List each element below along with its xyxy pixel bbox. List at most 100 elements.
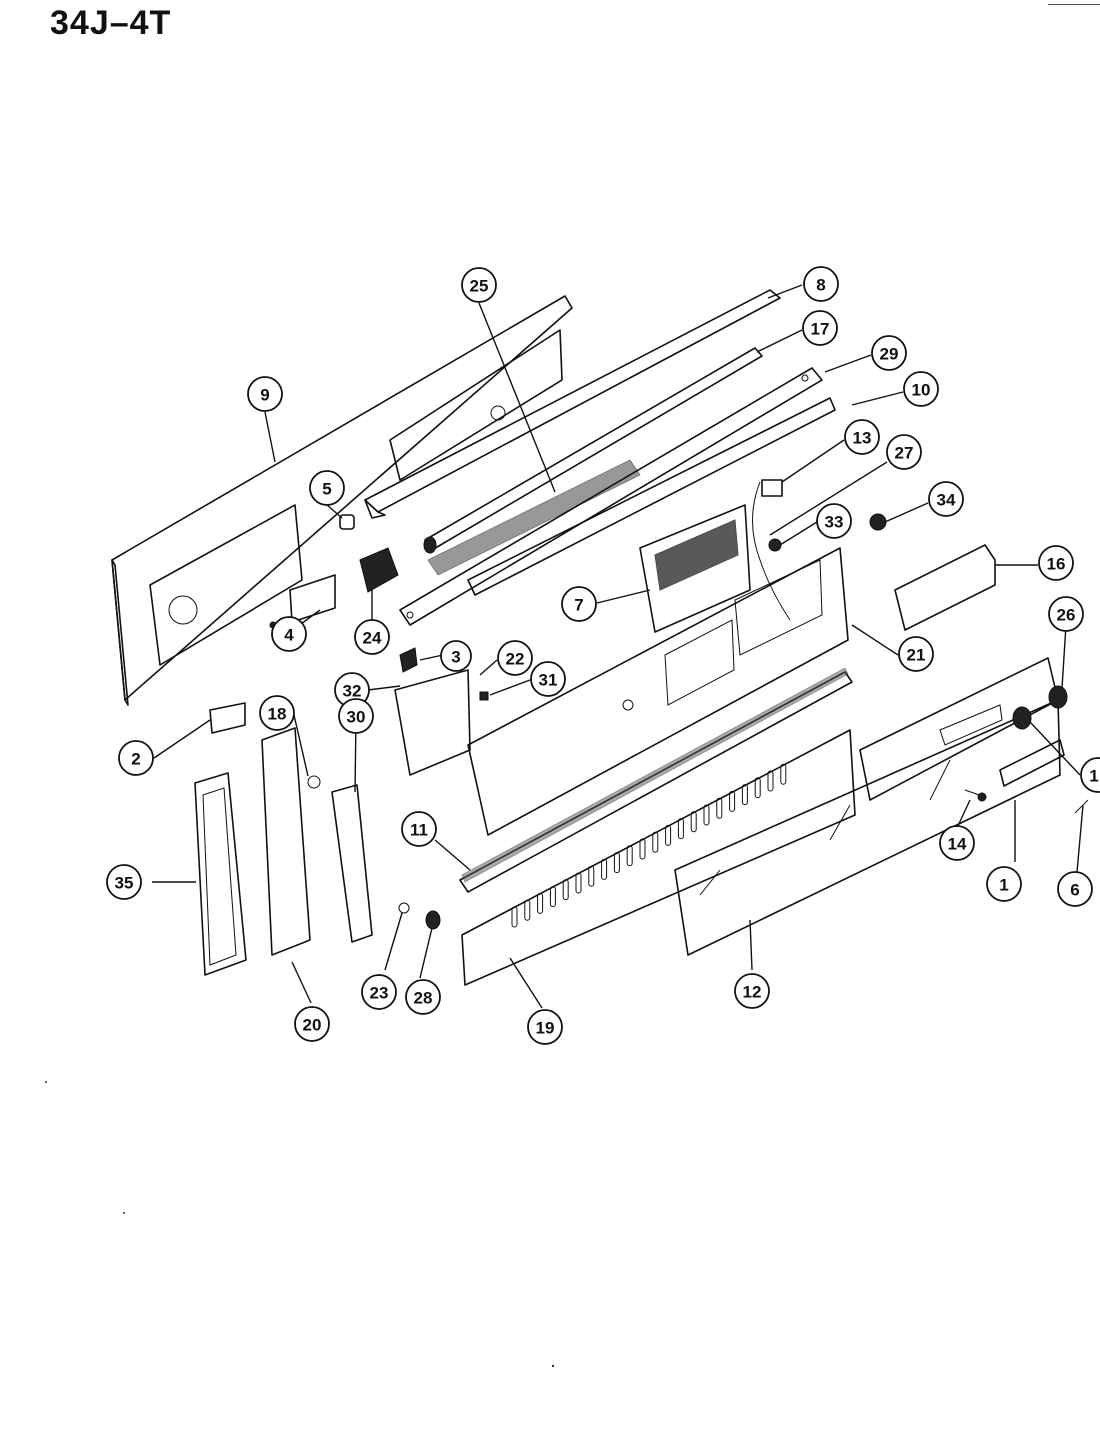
svg-text:30: 30 xyxy=(347,708,366,727)
vent-slot xyxy=(677,818,684,840)
vent-slot xyxy=(665,824,672,846)
callout-21: 21 xyxy=(898,636,934,672)
control-board xyxy=(639,504,751,633)
vent-slot xyxy=(575,872,582,894)
svg-text:7: 7 xyxy=(574,596,583,615)
callout-18: 18 xyxy=(259,695,295,731)
vent-slot xyxy=(703,804,710,826)
svg-text:11: 11 xyxy=(410,821,428,840)
top-trim-channel xyxy=(364,289,781,519)
vent-screen xyxy=(427,459,641,576)
leader-lines xyxy=(152,284,1084,1009)
callout-22: 22 xyxy=(497,640,533,676)
callout-4: 4 xyxy=(271,616,307,652)
mounting-bracket xyxy=(399,367,836,626)
callout-23: 23 xyxy=(361,974,397,1010)
vent-slot xyxy=(549,886,556,908)
vent-slot xyxy=(524,899,531,921)
spacer-knob xyxy=(398,902,441,930)
vented-front-panel xyxy=(461,729,856,986)
callout-8: 8 xyxy=(803,266,839,302)
vent-slots xyxy=(511,763,787,928)
control-knobs xyxy=(964,685,1089,814)
callout-3: 3 xyxy=(440,640,472,672)
callout-6: 6 xyxy=(1057,871,1093,907)
svg-text:17: 17 xyxy=(811,320,830,339)
vent-slot xyxy=(754,777,761,799)
callout-31: 31 xyxy=(530,661,566,697)
svg-text:16: 16 xyxy=(1047,555,1066,574)
speck xyxy=(123,1212,125,1214)
svg-text:4: 4 xyxy=(284,626,294,645)
svg-text:27: 27 xyxy=(895,444,914,463)
callout-14: 14 xyxy=(939,825,975,861)
callout-11: 11 xyxy=(401,811,437,847)
heater-tube xyxy=(423,347,763,554)
svg-text:22: 22 xyxy=(506,650,525,669)
trim-strip xyxy=(459,667,853,893)
svg-text:5: 5 xyxy=(322,480,331,499)
callout-35: 35 xyxy=(106,864,142,900)
svg-text:18: 18 xyxy=(268,705,287,724)
svg-text:1: 1 xyxy=(1089,767,1098,786)
vent-slot xyxy=(562,879,569,901)
vent-slot xyxy=(729,790,736,812)
callout-28: 28 xyxy=(405,979,441,1015)
vent-slot xyxy=(780,763,787,785)
end-cap-trim xyxy=(194,772,247,976)
callout-19: 19 xyxy=(527,1009,563,1045)
vent-slot xyxy=(716,797,723,819)
callout-15-partial: 1 xyxy=(1080,757,1100,793)
svg-text:24: 24 xyxy=(363,629,382,648)
callout-10: 10 xyxy=(903,371,939,407)
svg-text:19: 19 xyxy=(536,1019,555,1038)
glass-panel xyxy=(674,699,1061,956)
callout-2: 2 xyxy=(118,740,154,776)
svg-text:33: 33 xyxy=(825,513,844,532)
speck xyxy=(551,1364,555,1368)
svg-text:1: 1 xyxy=(999,876,1008,895)
speck xyxy=(45,1081,47,1083)
svg-text:28: 28 xyxy=(414,989,433,1008)
svg-text:13: 13 xyxy=(853,429,872,448)
vent-slot xyxy=(767,770,774,792)
vent-slot xyxy=(639,838,646,860)
svg-text:21: 21 xyxy=(907,646,926,665)
svg-text:29: 29 xyxy=(880,345,899,364)
vent-slot xyxy=(601,858,608,880)
callout-20: 20 xyxy=(294,1006,330,1042)
callout-5: 5 xyxy=(309,470,345,506)
svg-text:14: 14 xyxy=(948,835,967,854)
corner-rule xyxy=(1048,4,1100,5)
svg-text:31: 31 xyxy=(539,671,558,690)
svg-text:2: 2 xyxy=(131,750,140,769)
svg-text:25: 25 xyxy=(470,277,489,296)
callout-7: 7 xyxy=(561,586,597,622)
svg-text:12: 12 xyxy=(743,983,762,1002)
svg-text:23: 23 xyxy=(370,984,389,1003)
vent-slot xyxy=(537,892,544,914)
wire-harness xyxy=(752,479,791,621)
vent-slot xyxy=(511,906,518,928)
diagram-title: 34J–4T xyxy=(50,4,172,42)
control-panel-frame xyxy=(467,547,849,836)
callout-16: 16 xyxy=(1038,545,1074,581)
callout-17: 17 xyxy=(802,310,838,346)
vent-slot xyxy=(626,845,633,867)
callout-27: 27 xyxy=(886,434,922,470)
svg-text:3: 3 xyxy=(451,648,460,667)
side-brackets xyxy=(209,702,373,956)
rear-panel xyxy=(111,295,573,706)
knob-panel-outline xyxy=(859,657,1065,801)
svg-text:8: 8 xyxy=(816,276,825,295)
callout-9: 9 xyxy=(247,376,283,412)
callout-33: 33 xyxy=(816,503,852,539)
callout-29: 29 xyxy=(871,335,907,371)
callout-1: 1 xyxy=(986,866,1022,902)
callout-30: 30 xyxy=(338,698,374,734)
svg-text:9: 9 xyxy=(260,386,269,405)
vent-slot xyxy=(613,852,620,874)
svg-text:34: 34 xyxy=(937,491,956,510)
fan-motor-assembly xyxy=(289,514,399,623)
